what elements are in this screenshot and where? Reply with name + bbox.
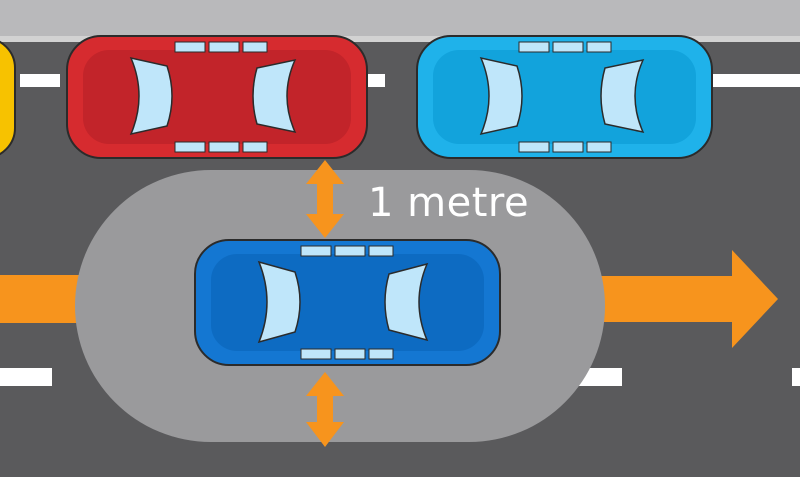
yellow-car bbox=[0, 40, 16, 156]
light-blue-car bbox=[416, 35, 713, 159]
blue-car bbox=[194, 239, 501, 366]
curb bbox=[0, 36, 800, 42]
arrow-right-icon bbox=[0, 250, 778, 348]
double-headed-arrow-icon-bottom bbox=[306, 372, 344, 447]
red-car bbox=[66, 35, 368, 159]
double-headed-arrow-icon bbox=[306, 160, 344, 238]
distance-label: 1 metre bbox=[368, 180, 530, 226]
